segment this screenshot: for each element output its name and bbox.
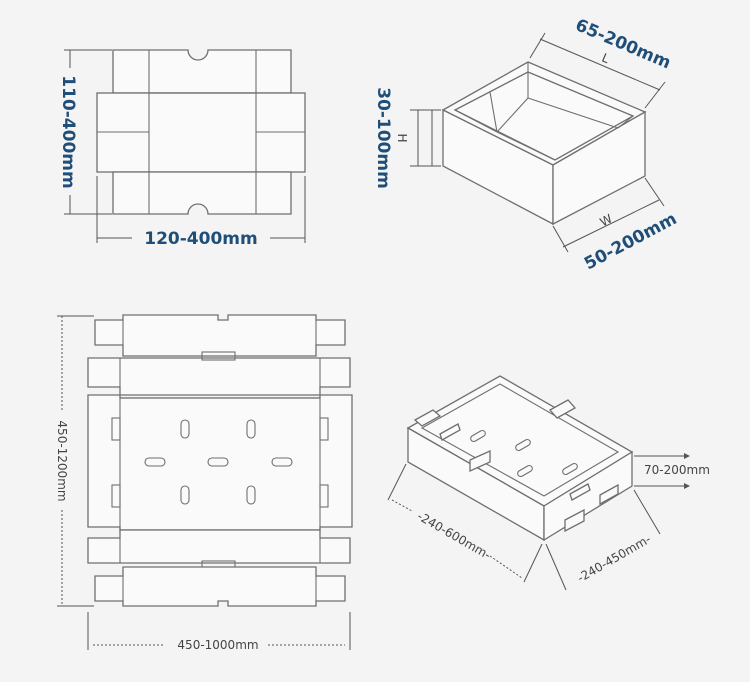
length-range-label: 65-200mm (572, 15, 673, 73)
length-range-label: -240-600mm- (415, 509, 493, 562)
width-symbol: W (598, 211, 615, 229)
bottom-flap (112, 171, 292, 215)
width-range-label: 120-400mm (144, 229, 257, 249)
height-range-label: 30-100mm (373, 87, 393, 189)
width-range-label: -240-450mm- (575, 532, 653, 585)
top-flap (112, 49, 292, 94)
width-dimension-fig1: 120-400mm (96, 176, 306, 249)
height-dimension-fig2: H 30-100mm (373, 87, 441, 189)
width-dimension-fig3: 450-1000mm (87, 612, 351, 652)
arrow-right-icon (684, 483, 690, 489)
small-box (441, 61, 647, 226)
height-range-label: 450-1200mm (55, 420, 69, 501)
height-range-label: 110-400mm (58, 75, 78, 188)
length-symbol: L (600, 51, 612, 67)
height-dimension-fig4: 70-200mm (634, 453, 710, 489)
height-symbol: H (395, 133, 409, 142)
height-dimension-fig3: 450-1200mm (55, 315, 94, 607)
width-range-label: 450-1000mm (177, 638, 258, 652)
height-dimension-fig1: 110-400mm (58, 49, 112, 215)
arrow-right-icon (684, 453, 690, 459)
large-tray (406, 375, 634, 542)
width-range-label: 50-200mm (581, 209, 680, 274)
flat-blank-large (87, 314, 353, 607)
flat-blank-small (96, 49, 306, 215)
height-range-label: 70-200mm (644, 463, 710, 477)
